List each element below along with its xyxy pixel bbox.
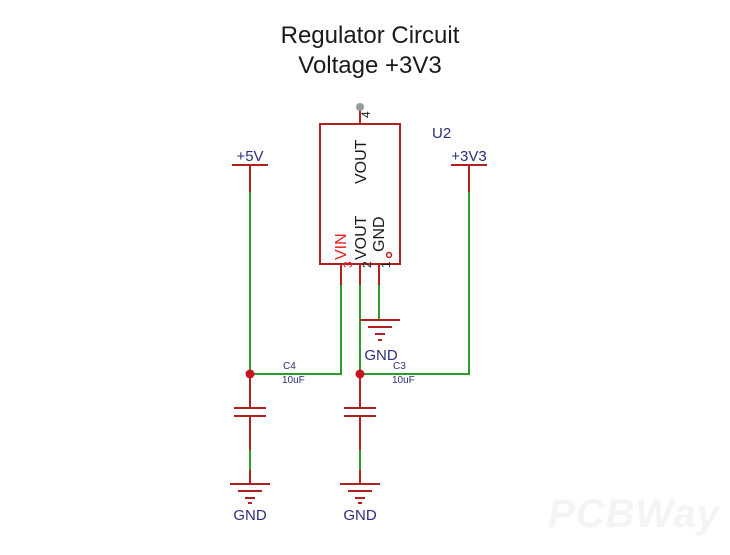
junction-dot-c4	[245, 369, 255, 379]
pin2-name: VOUT	[353, 215, 370, 260]
c3-value: 10uF	[392, 375, 415, 386]
pin3-number: 3	[341, 261, 355, 268]
pin4-name: VOUT	[353, 139, 370, 184]
pin1-number: 1	[379, 261, 393, 268]
pin1-name: GND	[371, 216, 388, 252]
no-connect-dot	[356, 103, 364, 111]
power-port-5v[interactable]: +5V	[232, 148, 268, 192]
junction-dot-c3	[355, 369, 365, 379]
pin2-number: 2	[360, 261, 374, 268]
schematic-title-line1: Regulator Circuit	[280, 22, 460, 49]
pin1-marker	[385, 251, 393, 259]
ground-label-u2: GND	[364, 347, 398, 364]
power-label-5v: +5V	[236, 148, 263, 165]
capacitor-c4[interactable]: C4 10uF	[234, 361, 305, 450]
capacitor-c3[interactable]: C3 10uF	[344, 361, 415, 450]
power-port-3v3[interactable]: +3V3	[451, 148, 487, 192]
regulator-u2[interactable]: 4 VOUT VIN VOUT GND U2 3 2 1	[319, 103, 451, 285]
ground-symbol-c4[interactable]: GND	[230, 483, 270, 524]
wire-5v-net[interactable]	[249, 192, 342, 375]
regulator-ref: U2	[432, 125, 451, 142]
ground-label-c4: GND	[233, 507, 267, 524]
c4-value: 10uF	[282, 375, 305, 386]
c3-ref: C3	[393, 361, 406, 372]
wire-3v3-net[interactable]	[359, 192, 470, 375]
ground-symbol-c3[interactable]: GND	[340, 483, 380, 524]
pin3-name: VIN	[333, 233, 350, 260]
power-label-3v3: +3V3	[451, 148, 486, 165]
ground-symbol-u2[interactable]: GND	[360, 319, 400, 364]
wires	[249, 192, 470, 470]
ground-label-c3: GND	[343, 507, 377, 524]
schematic-title-line2: Voltage +3V3	[298, 52, 442, 79]
pcbway-watermark: PCBWay	[548, 492, 720, 536]
c4-ref: C4	[283, 361, 296, 372]
pin4-number: 4	[359, 111, 373, 118]
